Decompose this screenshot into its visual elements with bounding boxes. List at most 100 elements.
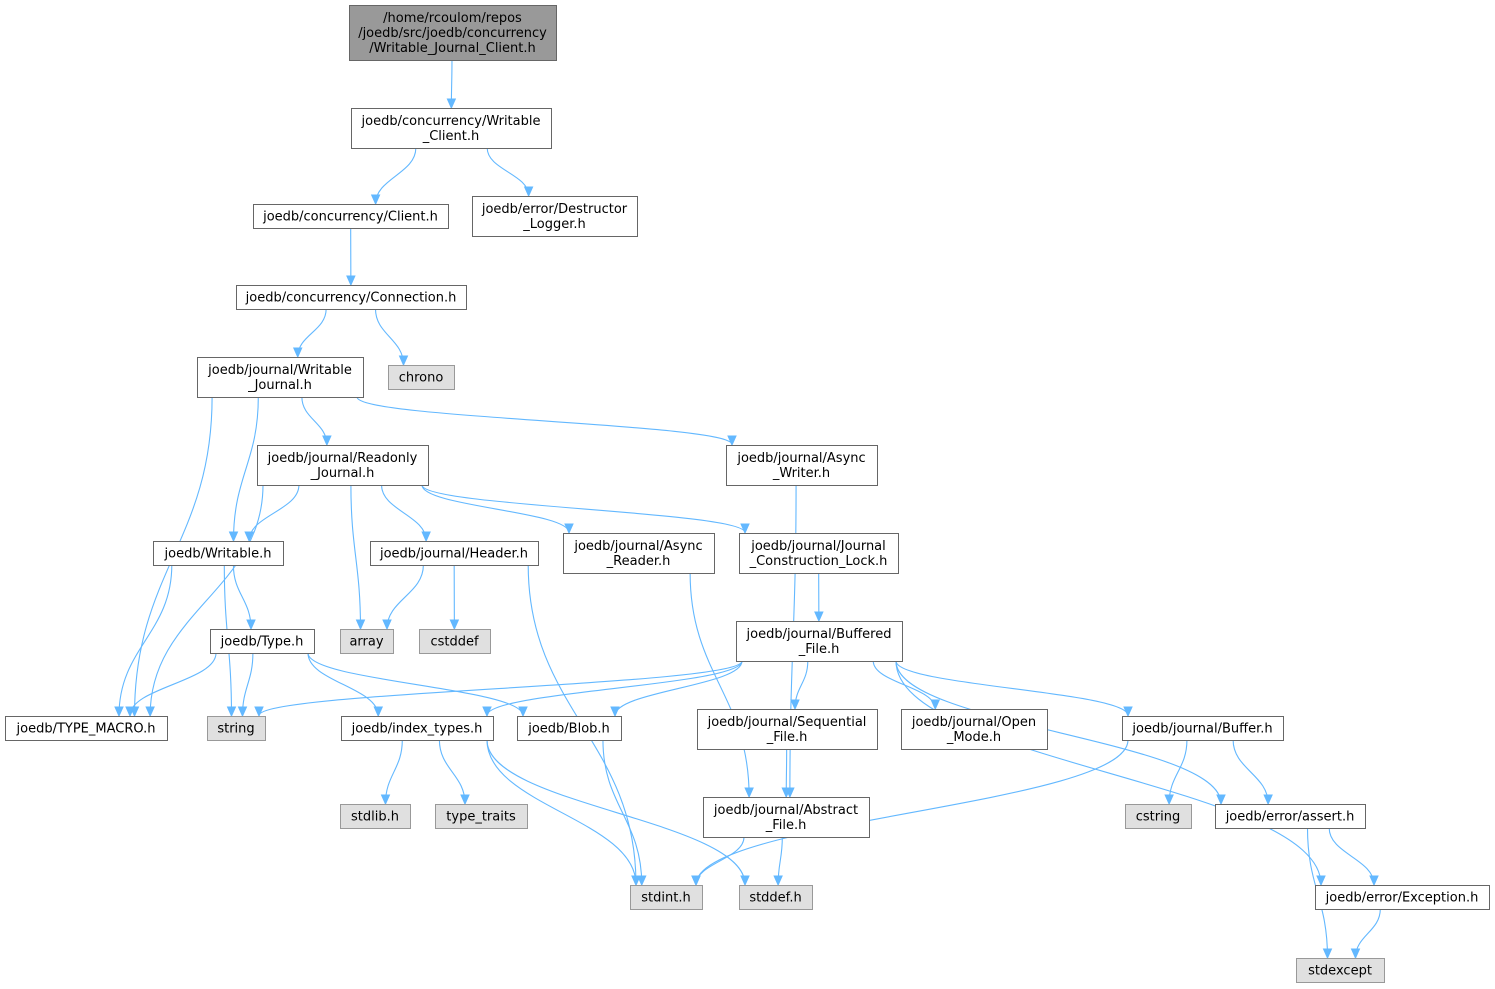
arrowhead-type_h-to-string xyxy=(237,706,248,718)
node-label-sequential_file-line-1: _File.h xyxy=(766,730,808,745)
edge-buffer-to-stdint xyxy=(695,739,1129,885)
node-box-journal_construction_lock xyxy=(739,533,899,574)
edge-index_types-to-stdlib xyxy=(384,739,403,804)
edge-writable-to-type_h xyxy=(232,564,252,629)
edge-buffered_file-to-exception xyxy=(895,660,1322,885)
node-label-readonly_journal-line-1: _Journal.h xyxy=(310,466,375,481)
node-type_traits: type_traits xyxy=(435,804,528,829)
node-stdint: stdint.h xyxy=(630,885,703,910)
arrowhead-connection-to-chrono xyxy=(398,355,409,367)
node-label-journal_construction_lock-line-1: _Construction_Lock.h xyxy=(749,554,888,569)
arrowhead-abstract_file-to-stdint xyxy=(691,875,701,887)
node-exception[interactable]: joedb/error/Exception.h xyxy=(1315,885,1490,910)
arrowhead-type_h-to-type_macro xyxy=(125,706,135,718)
edge-abstract_file-to-stdint xyxy=(695,836,745,885)
node-async_writer[interactable]: joedb/journal/Async_Writer.h xyxy=(726,445,878,486)
node-label-buffered_file-line-1: _File.h xyxy=(798,642,840,657)
node-label-root-line-2: /Writable_Journal_Client.h xyxy=(369,41,536,56)
arrowhead-writable_client-to-destructor_logger xyxy=(523,186,534,198)
arrowhead-readonly_journal-to-type_macro xyxy=(145,706,155,718)
arrowhead-root-to-writable_client xyxy=(446,98,457,110)
node-box-buffer xyxy=(1122,716,1284,741)
arrowhead-buffered_file-to-index_types xyxy=(482,706,492,718)
arrowhead-buffer-to-cstring xyxy=(1164,794,1174,806)
edge-async_reader-to-abstract_file xyxy=(689,572,750,797)
node-box-stddef xyxy=(739,885,813,910)
node-label-string-line-0: string xyxy=(217,722,254,737)
node-label-connection-line-0: joedb/concurrency/Connection.h xyxy=(245,291,457,306)
node-writable_journal[interactable]: joedb/journal/Writable_Journal.h xyxy=(197,357,364,398)
node-abstract_file[interactable]: joedb/journal/Abstract_File.h xyxy=(703,797,870,838)
node-box-index_types xyxy=(341,716,494,741)
node-connection[interactable]: joedb/concurrency/Connection.h xyxy=(236,285,467,310)
node-box-client xyxy=(253,204,449,229)
node-label-destructor_logger-line-0: joedb/error/Destructor xyxy=(481,202,628,217)
arrowhead-blob-to-stdint xyxy=(636,875,647,887)
node-type_h[interactable]: joedb/Type.h xyxy=(210,629,315,654)
node-writable_client[interactable]: joedb/concurrency/Writable_Client.h xyxy=(351,108,552,149)
arrowhead-writable_journal-to-async_writer xyxy=(727,435,737,447)
edge-readonly_journal-to-journal_construction_lock xyxy=(421,484,746,533)
edge-writable_client-to-client xyxy=(375,147,417,204)
node-sequential_file[interactable]: joedb/journal/Sequential_File.h xyxy=(697,709,878,750)
node-client[interactable]: joedb/concurrency/Client.h xyxy=(253,204,449,229)
node-type_macro[interactable]: joedb/TYPE_MACRO.h xyxy=(5,716,168,741)
node-box-assert_h xyxy=(1215,804,1366,829)
node-label-writable_journal-line-0: joedb/journal/Writable xyxy=(207,363,352,378)
node-label-async_reader-line-0: joedb/journal/Async xyxy=(573,539,702,554)
arrowhead-buffered_file-to-open_mode xyxy=(930,699,941,711)
node-stdlib: stdlib.h xyxy=(340,804,411,829)
node-index_types[interactable]: joedb/index_types.h xyxy=(341,716,494,741)
arrowhead-buffered_file-to-assert_h xyxy=(1216,794,1226,806)
arrowhead-buffered_file-to-sequential_file xyxy=(790,699,800,711)
node-box-blob xyxy=(517,716,622,741)
node-label-stdint-line-0: stdint.h xyxy=(641,891,690,906)
node-label-abstract_file-line-0: joedb/journal/Abstract xyxy=(713,803,858,818)
node-label-type_h-line-0: joedb/Type.h xyxy=(220,635,304,650)
arrowhead-abstract_file-to-stddef xyxy=(773,875,783,887)
node-readonly_journal[interactable]: joedb/journal/Readonly_Journal.h xyxy=(257,445,429,486)
arrowhead-async_reader-to-abstract_file xyxy=(744,787,754,799)
node-buffered_file[interactable]: joedb/journal/Buffered_File.h xyxy=(736,621,903,662)
node-async_reader[interactable]: joedb/journal/Async_Reader.h xyxy=(563,533,715,574)
node-box-stdint xyxy=(630,885,703,910)
node-label-stdlib-line-0: stdlib.h xyxy=(351,810,399,825)
node-buffer[interactable]: joedb/journal/Buffer.h xyxy=(1122,716,1284,741)
node-header_h[interactable]: joedb/journal/Header.h xyxy=(370,541,539,566)
arrowhead-readonly_journal-to-writable xyxy=(244,531,254,543)
nodes-layer: /home/rcoulom/repos/joedb/src/joedb/conc… xyxy=(5,5,1490,983)
edge-readonly_journal-to-array xyxy=(350,484,362,629)
edge-writable_journal-to-async_writer xyxy=(356,396,733,445)
edges-layer xyxy=(114,59,1381,960)
node-open_mode[interactable]: joedb/journal/Open_Mode.h xyxy=(901,709,1048,750)
node-writable[interactable]: joedb/Writable.h xyxy=(153,541,284,566)
node-label-array-line-0: array xyxy=(349,635,383,650)
edge-readonly_journal-to-type_macro xyxy=(149,484,264,716)
node-blob[interactable]: joedb/Blob.h xyxy=(517,716,622,741)
arrowhead-readonly_journal-to-header_h xyxy=(421,531,431,543)
edge-buffered_file-to-index_types xyxy=(486,660,743,716)
node-assert_h[interactable]: joedb/error/assert.h xyxy=(1215,804,1366,829)
node-box-writable_client xyxy=(351,108,552,149)
arrowhead-connection-to-writable_journal xyxy=(292,347,303,359)
arrowhead-type_h-to-index_types xyxy=(373,706,384,718)
node-box-readonly_journal xyxy=(257,445,429,486)
edge-buffered_file-to-string xyxy=(258,660,743,716)
node-chrono: chrono xyxy=(388,365,455,390)
node-journal_construction_lock[interactable]: joedb/journal/Journal_Construction_Lock.… xyxy=(739,533,899,574)
node-stddef: stddef.h xyxy=(739,885,813,910)
node-box-array xyxy=(340,629,394,654)
node-label-cstddef-line-0: cstddef xyxy=(430,635,479,650)
node-label-chrono-line-0: chrono xyxy=(399,371,444,386)
arrowhead-writable-to-type_h xyxy=(246,619,256,631)
edge-type_h-to-index_types xyxy=(307,652,379,716)
node-destructor_logger[interactable]: joedb/error/Destructor_Logger.h xyxy=(472,196,638,237)
node-label-journal_construction_lock-line-0: joedb/journal/Journal xyxy=(750,539,886,554)
node-label-cstring-line-0: cstring xyxy=(1136,810,1180,825)
node-label-writable_client-line-1: _Client.h xyxy=(422,129,480,144)
arrowhead-type_h-to-blob xyxy=(518,706,528,718)
edge-index_types-to-stdint xyxy=(486,739,637,885)
edge-readonly_journal-to-writable xyxy=(248,484,300,541)
edge-buffered_file-to-buffer xyxy=(895,660,1129,716)
